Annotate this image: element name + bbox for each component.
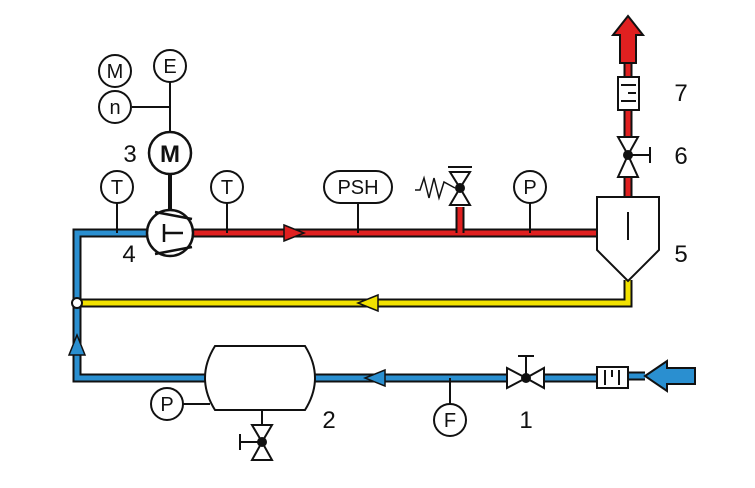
flow-arrow-recycle [355,293,379,313]
outlet-valve-icon [616,136,651,178]
psh-label: PSH [337,177,378,199]
component-number-7: 7 [674,80,687,107]
centrifugal-pump-icon [145,208,195,258]
pressure-discharge-label: P [523,177,536,199]
speed-gauge-label: n [109,97,120,119]
motor-label: M [160,141,180,168]
component-number-1: 1 [519,407,532,434]
separator-icon [596,196,660,283]
flow-arrow-discharge [283,223,307,243]
motor-m-gauge: M [98,54,132,88]
speed-gauge: n [98,90,132,124]
flow-arrow-return [67,332,87,356]
discharge-pipe [193,62,633,238]
drain-valve-icon [239,424,274,461]
relief-valve-icon [415,166,472,206]
component-number-6: 6 [674,143,687,170]
outlet-filter-icon [617,76,640,111]
temp-out-label: T [221,177,233,199]
energy-gauge: E [153,49,187,83]
inlet-pipe [72,228,645,383]
component-number-5: 5 [674,241,687,268]
motor-m-gauge-label: M [107,61,124,83]
recycle-pipe [77,280,633,308]
arrow-up-icon [610,14,646,64]
gate-valve-icon [506,355,545,390]
flow-gauge-label: F [444,410,456,432]
flow-arrow-inlet [362,368,386,388]
junction-node [71,297,83,309]
tank-pressure-label: P [160,394,173,416]
component-number-4: 4 [122,241,135,268]
motor-icon: M [147,130,193,176]
energy-gauge-label: E [163,56,176,78]
tank-pressure-gauge: P [150,387,184,421]
component-number-2: 2 [322,407,335,434]
arrow-left-icon [643,359,696,393]
filter-icon [596,366,629,389]
tank-icon [204,345,316,411]
temp-in-label: T [111,177,123,199]
temp-out-gauge: T [210,170,244,204]
component-number-3: 3 [123,141,136,168]
flow-gauge: F [433,403,467,437]
psh-switch: PSH [323,170,393,204]
temp-in-gauge: T [100,170,134,204]
pressure-discharge-gauge: P [513,170,547,204]
